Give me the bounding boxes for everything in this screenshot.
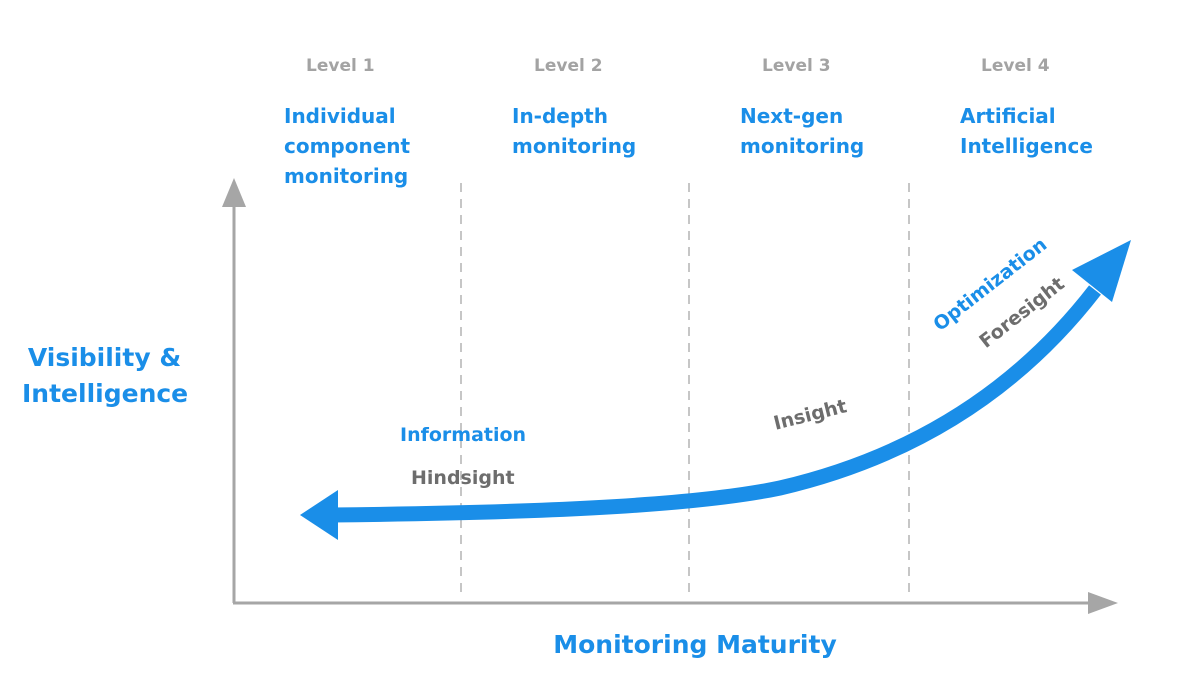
y-axis-title-line: Visibility & — [27, 343, 182, 372]
hindsight-label: Hindsight — [411, 467, 515, 489]
level-1-label: Level 1 — [306, 56, 375, 76]
level-4-title: Artificial Intelligence — [960, 101, 1093, 161]
level-2-title: In-depth monitoring — [512, 101, 636, 161]
level-3-title-line: monitoring — [740, 134, 865, 158]
y-axis-arrowhead — [222, 178, 246, 207]
y-axis-title: Visibility & Intelligence — [22, 340, 189, 412]
level-1-title-line: Individual — [284, 104, 396, 128]
level-3-title-line: Next-gen — [740, 104, 844, 128]
curve-arrowhead-right — [1072, 240, 1131, 302]
level-3-title: Next-gen monitoring — [740, 101, 864, 161]
growth-curve — [329, 285, 1101, 523]
y-axis-title-line: Intelligence — [22, 379, 189, 408]
level-1-title-line: monitoring — [284, 164, 409, 188]
level-3-label: Level 3 — [762, 56, 831, 76]
level-2-title-line: monitoring — [512, 134, 637, 158]
curve-arrowhead-left — [300, 490, 338, 540]
level-1-title: Individual component monitoring — [284, 101, 410, 191]
x-axis-title: Monitoring Maturity — [553, 630, 837, 659]
level-4-title-line: Artificial — [960, 104, 1056, 128]
level-1-title-line: component — [284, 134, 411, 158]
level-4-title-line: Intelligence — [960, 134, 1093, 158]
level-2-title-line: In-depth — [512, 104, 608, 128]
level-4-label: Level 4 — [981, 56, 1050, 76]
x-axis-arrowhead — [1088, 592, 1118, 614]
information-label: Information — [400, 424, 527, 446]
level-2-label: Level 2 — [534, 56, 603, 76]
